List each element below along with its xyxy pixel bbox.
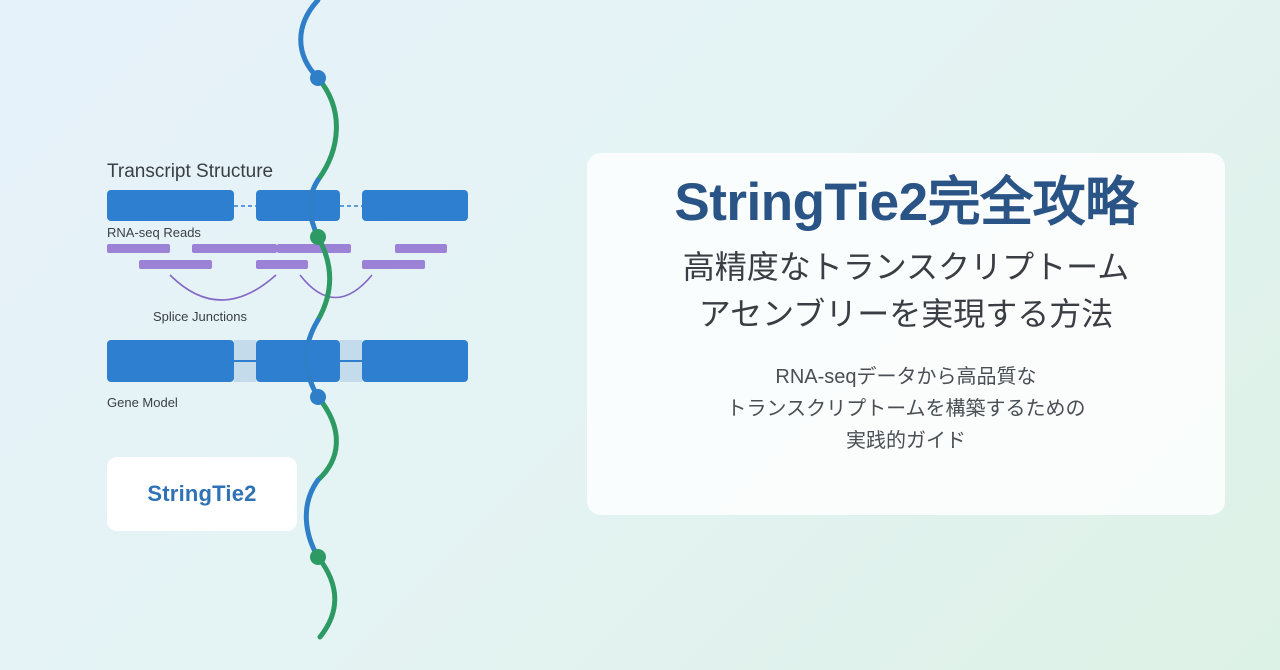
dna-strand-illustration	[107, 0, 468, 640]
subtitle: 高精度なトランスクリプトーム アセンブリーを実現する方法	[587, 244, 1225, 338]
rna-seq-reads	[107, 244, 447, 269]
dna-strand	[298, 0, 339, 640]
subtitle-line-2: アセンブリーを実現する方法	[698, 296, 1114, 332]
description-line-1: RNA-seqデータから高品質な	[775, 366, 1037, 388]
splice-junctions-label: Splice Junctions	[153, 309, 247, 324]
gene-model	[107, 340, 468, 382]
dna-nodes	[310, 70, 326, 565]
description-line-3: 実践的ガイド	[846, 430, 966, 452]
splice-junction-arcs	[169, 274, 373, 301]
transcript-structure	[107, 190, 468, 221]
transcript-structure-label: Transcript Structure	[107, 161, 274, 182]
genomics-diagram: Transcript Structure RNA-seq Reads Splic…	[0, 0, 520, 670]
description-line-2: トランスクリプトームを構築するための	[726, 398, 1086, 420]
page-title: StringTie2完全攻略	[674, 173, 1138, 232]
description: RNA-seqデータから高品質な トランスクリプトームを構築するための 実践的ガ…	[587, 361, 1225, 457]
gene-model-label: Gene Model	[107, 395, 178, 410]
logo-card: StringTie2	[107, 457, 297, 531]
title-card: StringTie2完全攻略 高精度なトランスクリプトーム アセンブリーを実現す…	[587, 153, 1225, 515]
rna-seq-reads-label: RNA-seq Reads	[107, 225, 201, 240]
subtitle-line-1: 高精度なトランスクリプトーム	[682, 249, 1130, 285]
logo-text: StringTie2	[147, 481, 257, 506]
